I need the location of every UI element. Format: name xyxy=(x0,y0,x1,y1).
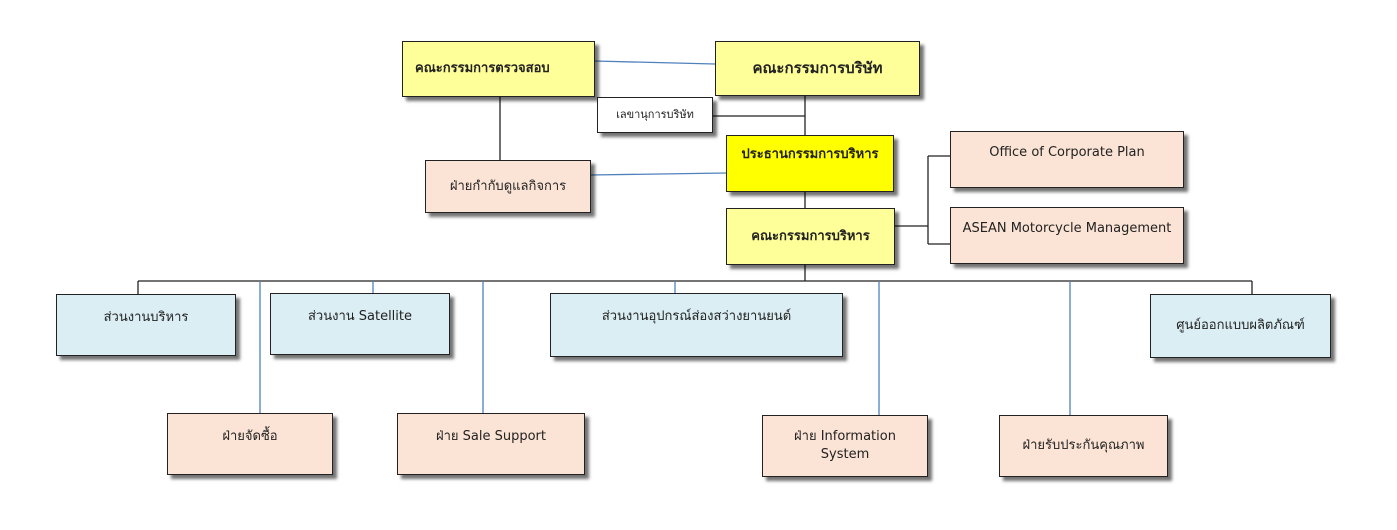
satellite-division-label: ส่วนงาน Satellite xyxy=(307,309,413,324)
asean-motorcycle-box: ASEAN Motorcycle Management xyxy=(950,207,1184,264)
purchasing-label: ฝ่ายจัดซื้อ xyxy=(222,429,278,444)
information-system-box: ฝ่าย Information System xyxy=(762,415,928,477)
admin-division-label: ส่วนงานบริหาร xyxy=(103,310,189,325)
satellite-division-box: ส่วนงาน Satellite xyxy=(270,293,450,355)
lighting-division-box: ส่วนงานอุปกรณ์ส่องสว่างยานยนต์ xyxy=(550,293,843,357)
quality-assurance-label: ฝ่ายรับประกันคุณภาพ xyxy=(1022,438,1145,454)
connector-compliance-ceo xyxy=(589,172,727,176)
purchasing-box: ฝ่ายจัดซื้อ xyxy=(167,413,333,475)
compliance-label: ฝ่ายกำกับดูแลกิจการ xyxy=(449,178,567,194)
sale-support-label: ฝ่าย Sale Support xyxy=(435,429,547,444)
corporate-plan-box: Office of Corporate Plan xyxy=(950,131,1184,188)
quality-assurance-box: ฝ่ายรับประกันคุณภาพ xyxy=(999,415,1168,477)
corporate-plan-label: Office of Corporate Plan xyxy=(989,145,1145,160)
exec-committee-box: คณะกรรมการบริหาร xyxy=(726,208,895,265)
audit-committee-box: คณะกรรมการตรวจสอบ xyxy=(402,41,595,97)
secretary-label: เลขานุการบริษัท xyxy=(616,107,694,121)
audit-committee-label: คณะกรรมการตรวจสอบ xyxy=(415,61,550,77)
asean-motorcycle-label: ASEAN Motorcycle Management xyxy=(962,221,1172,236)
secretary-box: เลขานุการบริษัท xyxy=(597,97,713,133)
board-box: คณะกรรมการบริษัท xyxy=(715,41,920,96)
information-system-label: ฝ่าย Information System xyxy=(794,429,896,462)
connector-audit-board xyxy=(593,60,716,65)
design-center-label: ศูนย์ออกแบบผลิตภัณฑ์ xyxy=(1176,318,1305,334)
ceo-box: ประธานกรรมการบริหาร xyxy=(726,135,894,192)
admin-division-box: ส่วนงานบริหาร xyxy=(56,294,236,356)
sale-support-box: ฝ่าย Sale Support xyxy=(397,413,585,475)
ceo-label: ประธานกรรมการบริหาร xyxy=(741,147,879,162)
design-center-box: ศูนย์ออกแบบผลิตภัณฑ์ xyxy=(1150,294,1331,358)
board-label: คณะกรรมการบริษัท xyxy=(752,59,883,78)
lighting-division-label: ส่วนงานอุปกรณ์ส่องสว่างยานยนต์ xyxy=(601,309,792,324)
exec-committee-label: คณะกรรมการบริหาร xyxy=(751,228,870,244)
compliance-box: ฝ่ายกำกับดูแลกิจการ xyxy=(425,160,591,213)
